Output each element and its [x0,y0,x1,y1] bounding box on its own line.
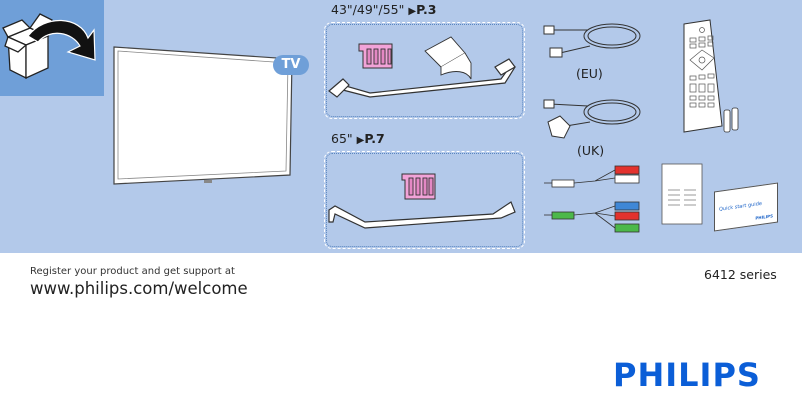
stand-bar-icon [328,201,516,229]
unbox-panel [0,0,104,96]
power-cord-eu-icon [543,23,641,58]
remote-control-icon [683,19,739,133]
stand-large-box [324,151,525,249]
stand-small-sizes: 43"/49"/55" [331,2,405,17]
user-manual-icon [661,163,703,225]
stand-pads-icon [424,36,472,80]
batteries-icon [723,107,739,133]
quick-start-guide-brand: PHILIPS [755,213,773,221]
quick-start-guide-title: Quick start guide [719,200,762,213]
series-label: 6412 series [704,267,777,282]
stand-small-illustration [328,36,516,98]
stand-large-illustration [328,173,516,229]
screw-pack-icon [401,173,436,200]
tv-badge: TV [273,55,309,75]
stand-small-header: 43"/49"/55" ▶P.3 [331,2,436,17]
uk-cord-label: (UK) [577,143,605,158]
stand-small-box [324,22,525,119]
screw-pack-icon [358,43,393,69]
power-cord-uk-icon [543,99,641,139]
philips-logo: PHILIPS [613,356,761,394]
stand-large-sizes: 65" [331,131,353,146]
arrow-right-icon: ▶ [408,6,417,17]
stand-small-page-link[interactable]: P.3 [416,2,437,17]
av-adapter-cables-icon [544,165,640,233]
eu-cord-label: (EU) [576,66,603,81]
support-url-link[interactable]: www.philips.com/welcome [30,279,248,298]
unbox-arrow-icon [2,13,96,80]
tv-illustration [113,46,293,185]
arrow-right-icon: ▶ [356,135,365,146]
stand-leg-icon [328,58,516,98]
register-text: Register your product and get support at [30,266,235,277]
stand-large-page-link[interactable]: P.7 [364,131,385,146]
stand-large-header: 65" ▶P.7 [331,131,385,146]
